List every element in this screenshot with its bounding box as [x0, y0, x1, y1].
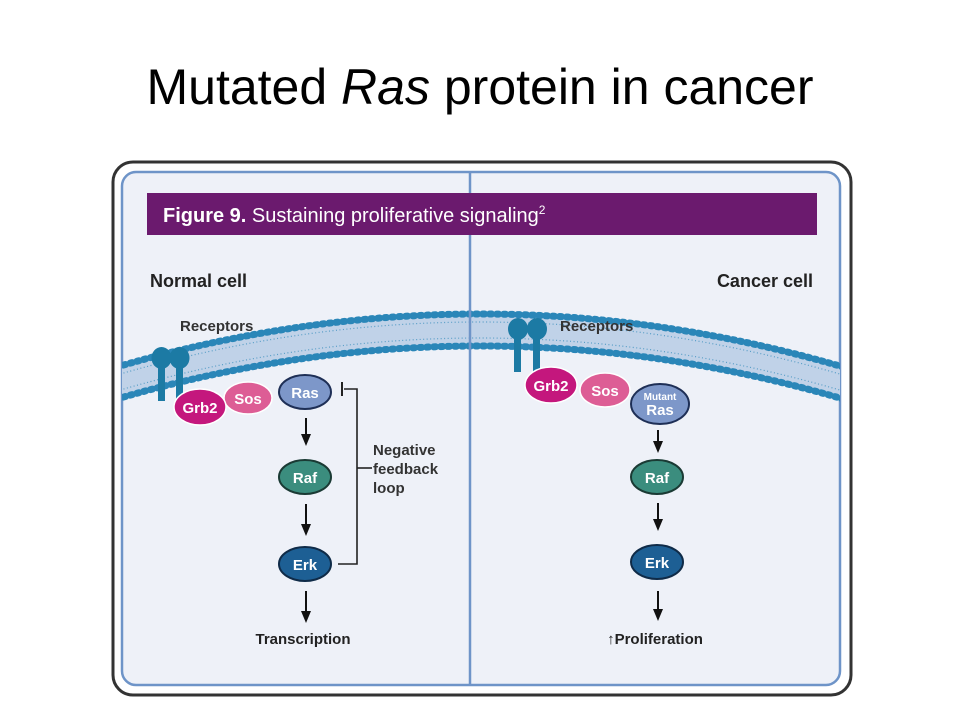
- arrow-ras-to-raf: [301, 418, 311, 446]
- cancer-cell-heading: Cancer cell: [717, 271, 813, 291]
- grb2-label: Grb2: [182, 400, 217, 417]
- ras-label: Ras: [646, 402, 674, 419]
- raf-label: Raf: [645, 470, 670, 487]
- mutant-label: Mutant: [644, 392, 677, 403]
- arrow-erk-to-proliferation: [653, 591, 663, 621]
- normal-receptors-label: Receptors: [180, 318, 253, 335]
- ras-protein: Ras: [278, 374, 332, 410]
- grb2-protein: Grb2: [173, 388, 227, 426]
- sos-protein: Sos: [579, 372, 631, 408]
- erk-protein: Erk: [278, 546, 332, 582]
- raf-protein: Raf: [278, 459, 332, 495]
- erk-label: Erk: [645, 555, 670, 572]
- raf-label: Raf: [293, 470, 318, 487]
- sos-protein: Sos: [223, 381, 273, 415]
- cancer-receptors-label: Receptors: [560, 318, 633, 335]
- receptor-icon: [508, 318, 547, 372]
- slide-title: Mutated Ras protein in cancer: [0, 58, 960, 116]
- grb2-protein: Grb2: [524, 366, 578, 404]
- raf-protein: Raf: [630, 459, 684, 495]
- receptor-icon: [151, 347, 190, 401]
- sos-label: Sos: [234, 391, 262, 408]
- figure-caption: Figure 9. Sustaining proliferative signa…: [163, 203, 546, 227]
- negative-feedback-bracket: [338, 382, 372, 565]
- grb2-label: Grb2: [533, 378, 568, 395]
- title-suffix: protein in cancer: [429, 59, 814, 115]
- erk-protein: Erk: [630, 544, 684, 580]
- mutant-ras-protein: Mutant Ras: [630, 383, 690, 425]
- arrow-raf-to-erk: [301, 504, 311, 536]
- arrow-erk-to-transcription: [301, 591, 311, 623]
- figure-panel: [120, 170, 842, 687]
- sos-label: Sos: [591, 383, 619, 400]
- arrow-ras-to-raf: [653, 430, 663, 453]
- arrow-raf-to-erk: [653, 503, 663, 531]
- erk-label: Erk: [293, 557, 318, 574]
- ras-label: Ras: [291, 385, 319, 402]
- figure-banner: [147, 193, 817, 235]
- increase-arrow-icon: ↑: [607, 631, 615, 648]
- negative-feedback-label: Negative feedback loop: [373, 442, 442, 497]
- title-italic-word: Ras: [341, 59, 430, 115]
- normal-cell-heading: Normal cell: [150, 271, 247, 291]
- transcription-label: Transcription: [255, 631, 350, 648]
- proliferation-label: ↑Proliferation: [607, 631, 703, 648]
- title-prefix: Mutated: [146, 59, 342, 115]
- cell-membrane: [122, 310, 840, 405]
